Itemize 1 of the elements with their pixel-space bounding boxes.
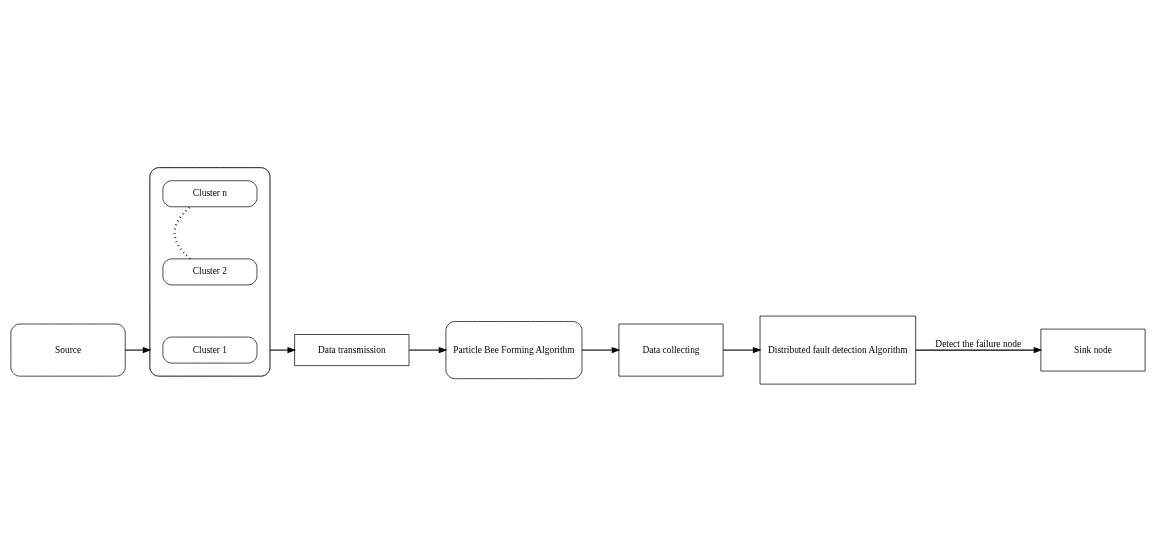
edge-label: Detect the failure node (935, 338, 1022, 349)
